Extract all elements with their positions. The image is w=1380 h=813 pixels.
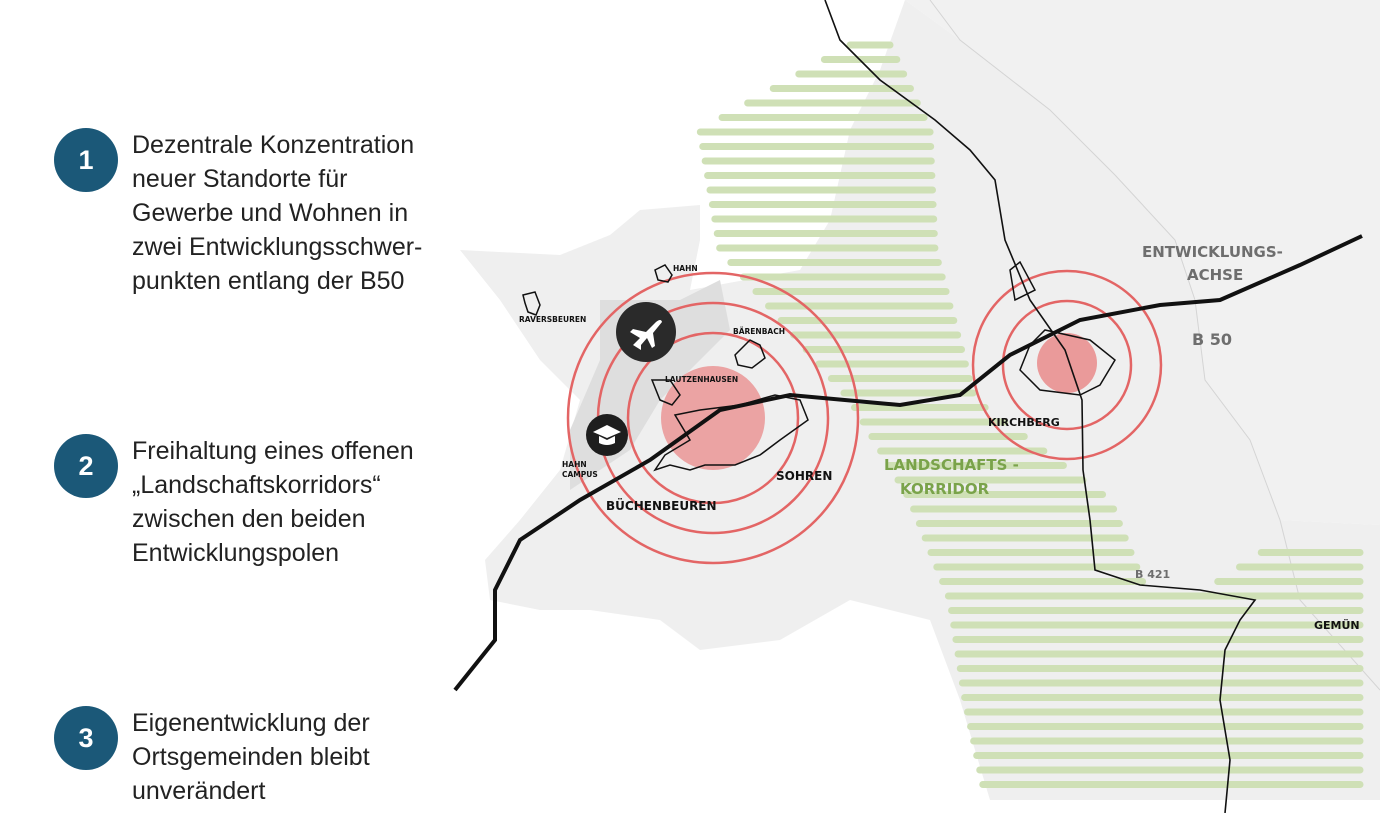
label-lautzenhausen: LAUTZENHAUSEN bbox=[665, 375, 738, 384]
graduation-cap-icon bbox=[586, 414, 628, 456]
number-badge: 2 bbox=[54, 434, 118, 498]
number-badge: 3 bbox=[54, 706, 118, 770]
development-core-east bbox=[1037, 333, 1097, 393]
legend-text: Freihaltung eines offenen „Landschaftsko… bbox=[132, 437, 414, 567]
label-hahn: HAHN bbox=[673, 264, 698, 273]
label-b421: B 421 bbox=[1135, 568, 1170, 581]
legend-text: Dezentrale Konzentration neuer Standorte… bbox=[132, 131, 423, 295]
legend-item-3: 3 Eigenentwicklung der Ortsgemeinden ble… bbox=[54, 706, 462, 808]
label-raversbeuren: RAVERSBEUREN bbox=[519, 315, 586, 324]
label-hahn-campus-1: HAHN bbox=[562, 460, 587, 469]
label-gemuenden: GEMÜN bbox=[1314, 618, 1360, 632]
legend-item-1: 1 Dezentrale Konzentration neuer Standor… bbox=[54, 128, 462, 298]
label-sohren: SOHREN bbox=[776, 469, 832, 483]
legend-text: Eigenentwicklung der Ortsgemeinden bleib… bbox=[132, 709, 370, 805]
airplane-icon bbox=[616, 302, 676, 362]
label-axis-1: ENTWICKLUNGS- bbox=[1142, 243, 1283, 261]
development-core-west bbox=[661, 366, 765, 470]
label-corridor-2: KORRIDOR bbox=[900, 480, 990, 498]
number-badge: 1 bbox=[54, 128, 118, 192]
label-axis-2: ACHSE bbox=[1187, 266, 1243, 284]
label-hahn-campus-2: CAMPUS bbox=[562, 470, 598, 479]
development-rings-east bbox=[971, 269, 1163, 461]
label-buechenbeuren: BÜCHENBEUREN bbox=[606, 498, 717, 513]
label-b50: B 50 bbox=[1192, 330, 1232, 349]
road-b50 bbox=[453, 234, 1363, 692]
road-b421 bbox=[824, 0, 1257, 813]
legend-item-2: 2 Freihaltung eines offenen „Landschafts… bbox=[54, 434, 462, 570]
label-baerenbach: BÄRENBACH bbox=[733, 327, 785, 336]
label-kirchberg: KIRCHBERG bbox=[988, 416, 1060, 429]
label-corridor-1: LANDSCHAFTS - bbox=[884, 456, 1019, 474]
